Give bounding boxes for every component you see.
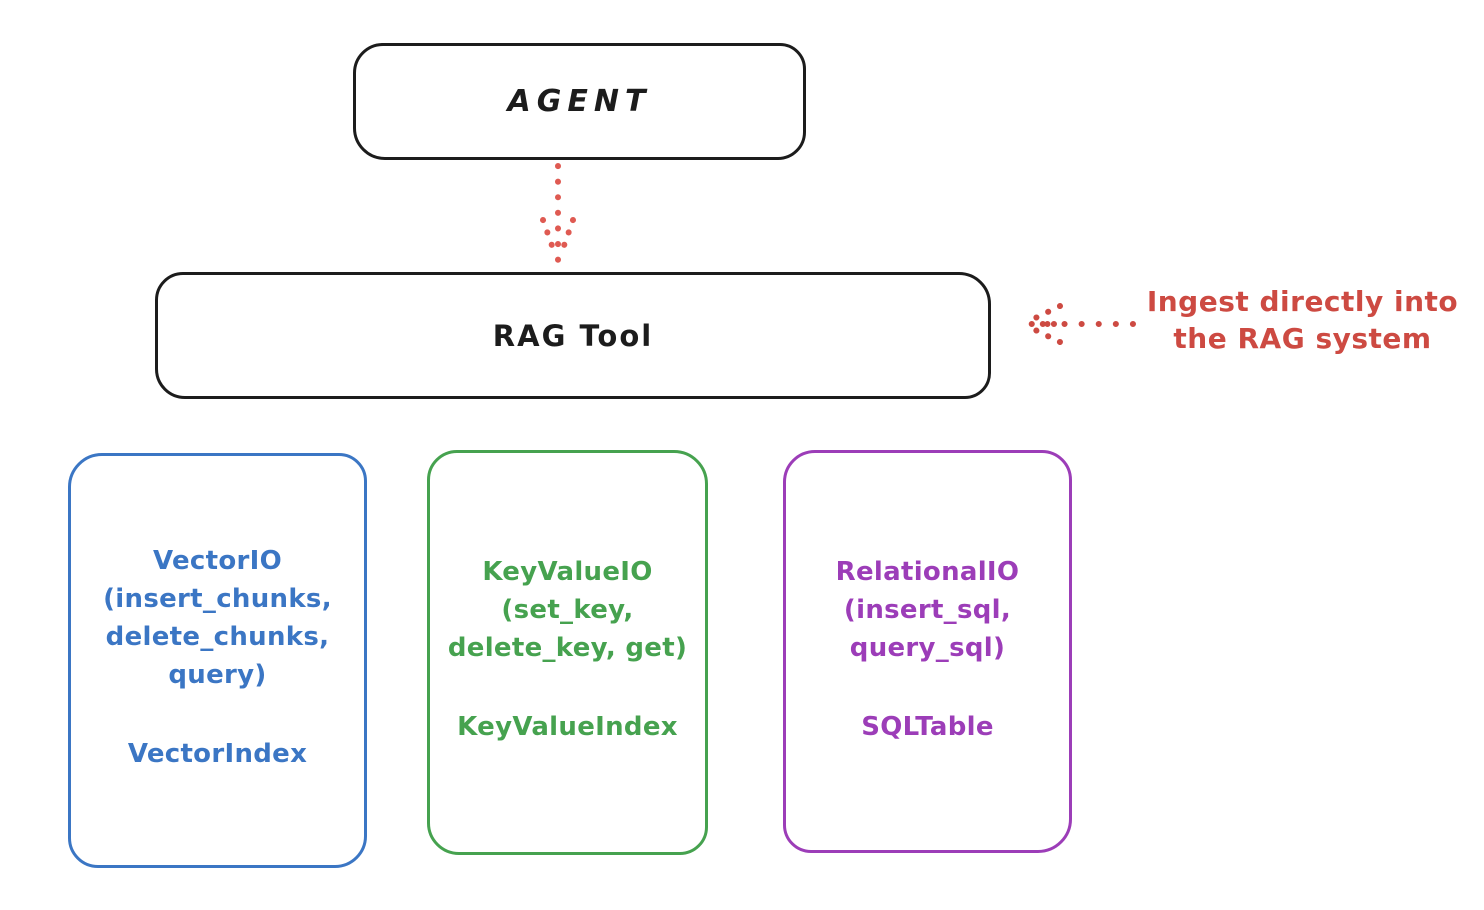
relational-io-node: RelationalIO (insert_sql, query_sql) SQL…: [783, 450, 1072, 853]
agent-label: AGENT: [507, 84, 652, 119]
keyvalue-index-label: KeyValueIndex: [457, 712, 678, 742]
vector-index-label: VectorIndex: [127, 739, 308, 769]
sql-table-label: SQLTable: [861, 712, 994, 742]
vector-io-method-line: delete_chunks,: [105, 622, 330, 652]
rag-tool-label: RAG Tool: [492, 318, 654, 353]
vector-io-title: VectorIO: [152, 546, 283, 576]
keyvalue-io-method-line: delete_key, get): [447, 633, 688, 663]
keyvalue-io-node: KeyValueIO (set_key, delete_key, get) Ke…: [427, 450, 708, 855]
ingest-annotation-line1: Ingest directly into: [1146, 285, 1459, 318]
agent-to-rag-arrow-icon: [540, 163, 576, 263]
vector-io-method-line: query): [168, 660, 267, 690]
agent-node: AGENT: [353, 43, 806, 160]
rag-tool-node: RAG Tool: [155, 272, 991, 399]
keyvalue-io-method-line: (set_key,: [501, 595, 634, 625]
ingest-arrow-icon: [1022, 303, 1136, 345]
relational-io-title: RelationalIO: [835, 557, 1020, 587]
vector-io-method-line: (insert_chunks,: [103, 584, 332, 614]
ingest-annotation-line2: the RAG system: [1173, 322, 1432, 355]
vector-io-node: VectorIO (insert_chunks, delete_chunks, …: [68, 453, 367, 868]
relational-io-method-line: query_sql): [849, 633, 1006, 663]
relational-io-method-line: (insert_sql,: [843, 595, 1012, 625]
ingest-annotation: Ingest directly into the RAG system: [1130, 283, 1475, 357]
keyvalue-io-title: KeyValueIO: [482, 557, 653, 587]
